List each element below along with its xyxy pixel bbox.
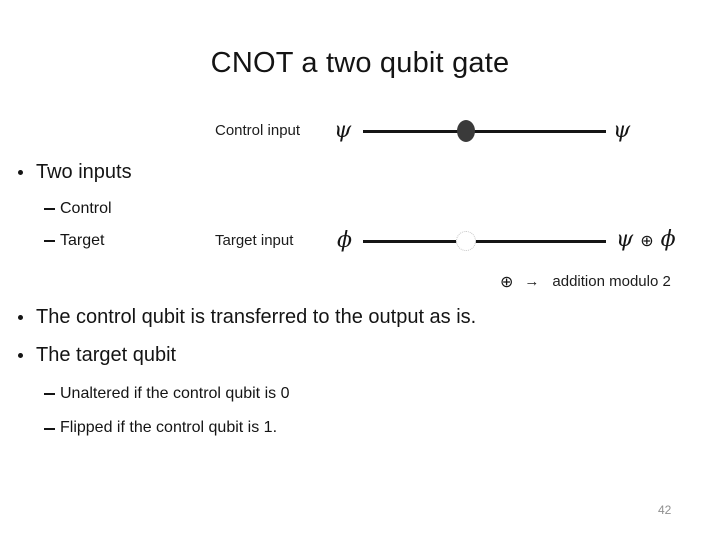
control-output-symbol: ψ (613, 118, 631, 143)
target-output-psi: ψ (616, 227, 634, 252)
target-xor-circle-icon (456, 231, 476, 251)
dash-icon (44, 240, 55, 242)
bullet-two-inputs: Two inputs (36, 161, 132, 183)
page-number: 42 (658, 503, 672, 517)
legend-text: addition modulo 2 (552, 273, 671, 290)
control-wire (363, 130, 606, 133)
target-wire (363, 240, 606, 243)
dash-icon (44, 428, 55, 430)
slide-title: CNOT a two qubit gate (210, 47, 510, 79)
dash-icon (44, 208, 55, 210)
bullet-icon (18, 315, 23, 320)
legend-oplus-icon: ⊕ (500, 272, 514, 291)
target-output-expression: ψ ⊕ ϕ (616, 227, 676, 253)
sub-bullet-target: Target (60, 232, 105, 249)
oplus-icon: ⊕ (640, 231, 654, 250)
control-input-label: Control input (215, 122, 301, 139)
target-input-symbol: ϕ (337, 228, 352, 253)
bullet-target-qubit: The target qubit (36, 344, 177, 366)
legend-arrow-icon: → (524, 273, 540, 290)
bullet-control-transfer: The control qubit is transferred to the … (36, 306, 477, 328)
bullet-icon (18, 353, 23, 358)
sub-bullet-flipped: Flipped if the control qubit is 1. (60, 419, 278, 436)
sub-bullet-control: Control (60, 200, 112, 217)
target-output-phi: ϕ (660, 227, 676, 252)
bullet-icon (18, 170, 23, 175)
control-input-symbol: ψ (334, 118, 352, 143)
oplus-legend: ⊕ → addition modulo 2 (500, 272, 671, 291)
dash-icon (44, 393, 55, 395)
sub-bullet-unaltered: Unaltered if the control qubit is 0 (60, 385, 290, 402)
control-dot-icon (457, 120, 475, 142)
target-input-label: Target input (215, 232, 294, 249)
